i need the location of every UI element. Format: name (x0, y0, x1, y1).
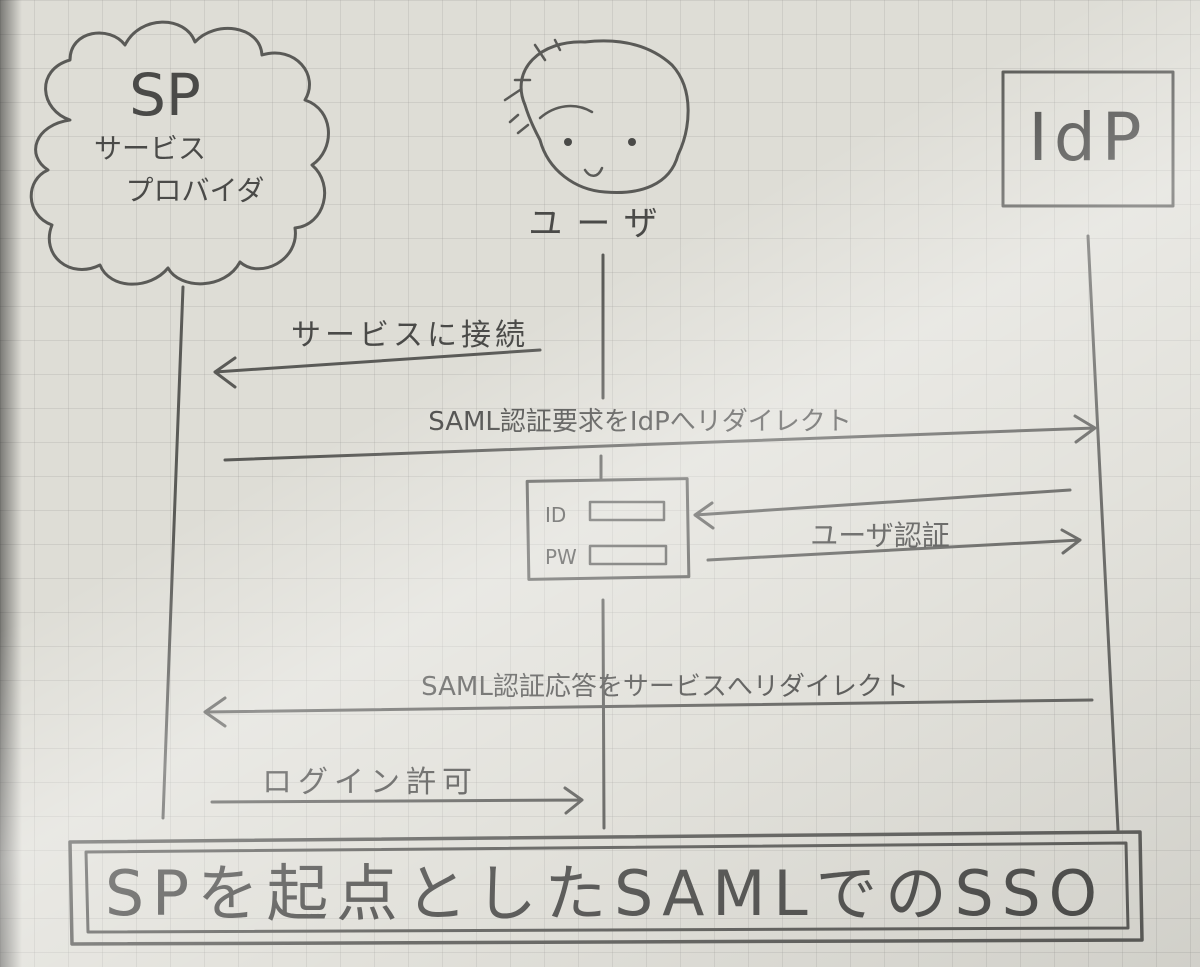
sp-label-line2: プロバイダ (126, 174, 265, 207)
login-form (525, 477, 691, 581)
diagram-caption: SPを起点としたSAMLでのSSO (105, 857, 1105, 930)
id-field (588, 500, 666, 522)
message-label: SAML認証応答をサービスへリダイレクト (421, 672, 909, 702)
sp-label-line1: サービス (94, 132, 206, 165)
idp-box (1001, 70, 1175, 208)
id-label: ID (545, 503, 566, 527)
message-arrow (223, 414, 1097, 462)
message-arrow (210, 786, 584, 815)
caption-frame (68, 830, 1144, 946)
message-arrow (693, 488, 1072, 530)
message-label: ユーザ認証 (810, 519, 949, 552)
sp-cloud (29, 20, 330, 286)
user-face-icon (503, 38, 690, 195)
pw-field (588, 544, 668, 566)
pw-label: PW (545, 545, 577, 569)
message-label: ログイン許可 (262, 765, 478, 800)
idp-lifeline (1086, 234, 1120, 832)
sp-lifeline (161, 285, 185, 820)
user-lifeline-bottom (601, 598, 606, 830)
message-label: サービスに接続 (291, 318, 529, 353)
user-label: ユーザ (528, 204, 671, 244)
sp-abbr: SP (129, 61, 201, 129)
message-arrow (203, 696, 1094, 728)
message-arrow (213, 348, 542, 389)
message-arrow (706, 528, 1082, 562)
message-label: SAML認証要求をIdPへリダイレクト (428, 407, 852, 437)
idp-abbr: IdP (1028, 99, 1147, 176)
